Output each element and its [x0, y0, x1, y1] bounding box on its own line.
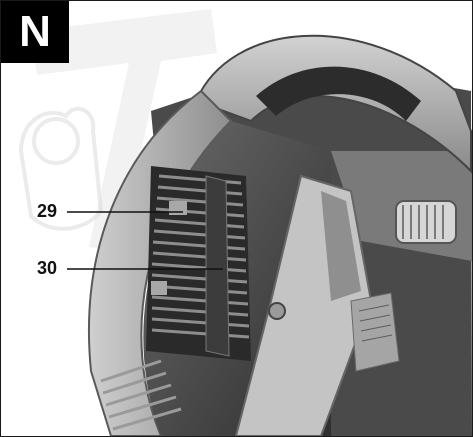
callout-30-label: 30 — [37, 258, 58, 278]
watermark-thumbs-up-icon — [18, 106, 104, 231]
lower-grille — [100, 359, 182, 431]
ventilation-grille — [146, 166, 251, 361]
adjustment-knob — [395, 200, 457, 244]
callout-29-label: 29 — [37, 201, 58, 221]
watermark-hammer-icon — [31, 9, 217, 251]
figure-letter: N — [1, 1, 69, 63]
screw-boss — [268, 302, 286, 320]
rating-label — [350, 292, 400, 372]
carry-handle — [194, 34, 472, 174]
